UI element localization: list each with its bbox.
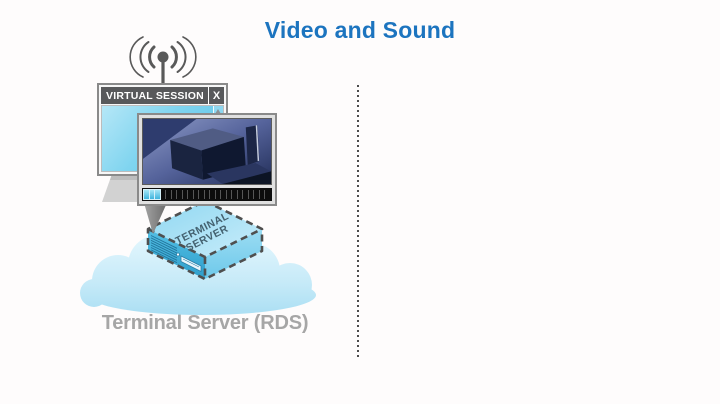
dashed-selection-outline [146,199,264,281]
progress-segment [265,190,270,199]
progress-segment-played [148,189,155,200]
progress-segment [171,190,177,199]
terminal-server-caption: Terminal Server (RDS) [101,312,309,334]
progress-segment [254,190,259,199]
progress-segment [182,190,188,199]
video-3d-scene [143,119,271,184]
progress-segment-played [154,189,161,200]
close-button[interactable]: X [208,87,224,104]
window-title: VIRTUAL SESSION [106,89,204,102]
progress-segment [210,190,215,199]
video-progress-bar[interactable] [142,188,272,201]
progress-segment [221,190,226,199]
progress-segment [226,190,232,199]
progress-segment [237,190,243,199]
progress-segment [166,190,171,199]
video-frame [142,118,272,185]
server-vents [150,235,178,264]
video-player-window [137,113,277,206]
progress-segment [215,190,221,199]
page-title: Video and Sound [264,17,456,43]
window-titlebar: VIRTUAL SESSION X [101,87,224,104]
player-progress-track [143,189,270,200]
progress-segment [199,190,204,199]
scroll-up-arrow-icon[interactable] [215,109,221,114]
progress-segment [193,190,199,199]
progress-segment [177,190,182,199]
server-power-led [176,252,180,257]
progress-segment [248,190,254,199]
progress-segment [243,190,248,199]
dotted-divider [357,85,359,358]
server-drive-bay [180,255,202,273]
terminal-server-box: TERMINAL SERVER [146,199,264,281]
progress-segment-played [143,189,150,200]
progress-segment [232,190,237,199]
wireless-signal-icon [129,36,197,85]
terminal-server-cloud: TERMINAL SERVER [80,199,316,315]
progress-segment [204,190,210,199]
progress-segment [259,190,265,199]
progress-segment [188,190,193,199]
progress-segment [160,190,166,199]
